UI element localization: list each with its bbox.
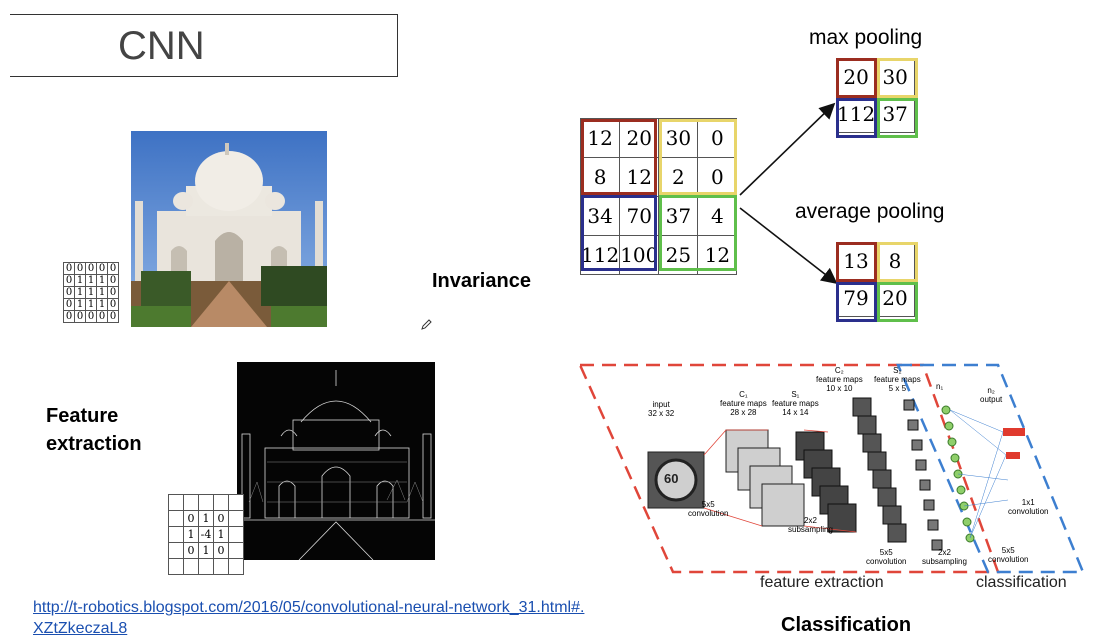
lenet-s1-label: S₁ feature maps 14 x 14 <box>772 390 819 417</box>
matrix-cell: 0 <box>107 298 119 311</box>
lenet-s2-label: S₂ feature maps 5 x 5 <box>874 366 921 393</box>
matrix-cell: 0 <box>85 310 97 323</box>
lenet-c2-label: C₂ feature maps 10 x 10 <box>816 366 863 393</box>
matrix-cell: 0 <box>63 298 75 311</box>
matrix-cell: 1 <box>74 298 86 311</box>
lenet-n1-label: n₁ <box>936 382 944 391</box>
matrix-cell: 0 <box>74 310 86 323</box>
matrix-cell: 0 <box>63 262 75 275</box>
max-quadrant <box>877 98 918 138</box>
classification-label: Classification <box>781 614 912 636</box>
taj-mahal-photo <box>131 131 327 327</box>
lenet-sign-text: 60 <box>664 471 679 486</box>
avg-quadrant <box>836 242 877 282</box>
lenet-n2-label: n₂ output <box>980 386 1003 404</box>
matrix-cell: 0 <box>107 286 119 299</box>
quadrant-bottom-right <box>659 195 737 271</box>
matrix-cell: 0 <box>63 286 75 299</box>
max-pooling-label: max pooling <box>809 26 923 49</box>
kernel-cell: 0 <box>183 542 199 559</box>
matrix-cell: 1 <box>96 298 108 311</box>
quadrant-top-left <box>581 119 657 195</box>
avg-pooling-label: average pooling <box>795 200 945 223</box>
max-quadrant <box>836 58 877 98</box>
source-cell: 8 <box>579 157 621 197</box>
avg-quadrant <box>836 282 877 322</box>
matrix-cell: 1 <box>96 274 108 287</box>
quadrant-bottom-left <box>581 195 657 271</box>
matrix-cell: 0 <box>96 310 108 323</box>
lenet-conv2-label: 5x5 convolution <box>866 548 907 566</box>
max-quadrant <box>877 58 918 98</box>
kernel-cell: -4 <box>198 526 214 543</box>
matrix-cell: 0 <box>107 274 119 287</box>
source-link[interactable]: http://t-robotics.blogspot.com/2016/05/c… <box>33 597 693 639</box>
source-link-line2[interactable]: XZtZkeczaL8 <box>33 620 128 637</box>
feature-extraction-label: Feature extraction <box>46 405 142 455</box>
pencil-icon <box>420 318 432 330</box>
matrix-cell: 1 <box>85 298 97 311</box>
source-cell: 0 <box>697 157 738 197</box>
matrix-cell: 0 <box>85 262 97 275</box>
kernel-cell: 0 <box>183 510 199 527</box>
matrix-cell: 0 <box>63 274 75 287</box>
kernel-cell: 0 <box>213 510 229 527</box>
matrix-cell: 0 <box>63 310 75 323</box>
lenet-conv1-label: 5x5 convolution <box>688 500 729 518</box>
avg-cell: 79 <box>836 279 876 317</box>
kernel-cell: 1 <box>198 510 214 527</box>
kernel-cell: 1 <box>198 542 214 559</box>
invariance-label: Invariance <box>432 270 531 292</box>
lenet-diagram: input 32 x 32 C₁ feature maps 28 x 28 S₁… <box>578 360 1088 600</box>
page-title: CNN <box>118 24 205 68</box>
matrix-cell: 1 <box>96 286 108 299</box>
avg-pooling-arrow <box>739 207 838 284</box>
classification-region <box>896 363 1085 574</box>
max-cell: 37 <box>875 95 916 133</box>
lenet-conv3-label: 1x1 convolution <box>1008 498 1049 516</box>
max-quadrant <box>836 98 877 138</box>
matrix-cell: 1 <box>85 274 97 287</box>
avg-quadrant <box>877 242 918 282</box>
avg-quadrant <box>877 282 918 322</box>
lenet-fc-label: 5x5 convolution <box>988 546 1029 564</box>
matrix-cell: 0 <box>74 262 86 275</box>
lenet-sub2-label: 2x2 subsampling <box>922 548 967 566</box>
matrix-cell: 0 <box>107 310 119 323</box>
matrix-cell: 0 <box>107 262 119 275</box>
matrix-cell: 1 <box>74 286 86 299</box>
kernel-cell: 1 <box>213 526 229 543</box>
matrix-cell: 0 <box>96 262 108 275</box>
kernel-cell: 1 <box>183 526 199 543</box>
lenet-feature-extraction-label: feature extraction <box>760 574 884 591</box>
kernel-cell: 0 <box>213 542 229 559</box>
source-link-line1[interactable]: http://t-robotics.blogspot.com/2016/05/c… <box>33 599 585 616</box>
lenet-classification-label: classification <box>976 574 1067 591</box>
quadrant-top-right <box>659 119 737 195</box>
source-cell: 12 <box>619 157 660 197</box>
lenet-c1-label: C₁ feature maps 28 x 28 <box>720 390 767 417</box>
max-pooling-arrow <box>739 102 836 196</box>
title-box <box>10 14 398 77</box>
matrix-cell: 1 <box>74 274 86 287</box>
lenet-sub1-label: 2x2 subsampling <box>788 516 833 534</box>
avg-cell: 20 <box>875 279 915 317</box>
matrix-cell: 1 <box>85 286 97 299</box>
lenet-input-label: input 32 x 32 <box>648 400 675 418</box>
edge-detected-photo <box>237 362 435 561</box>
